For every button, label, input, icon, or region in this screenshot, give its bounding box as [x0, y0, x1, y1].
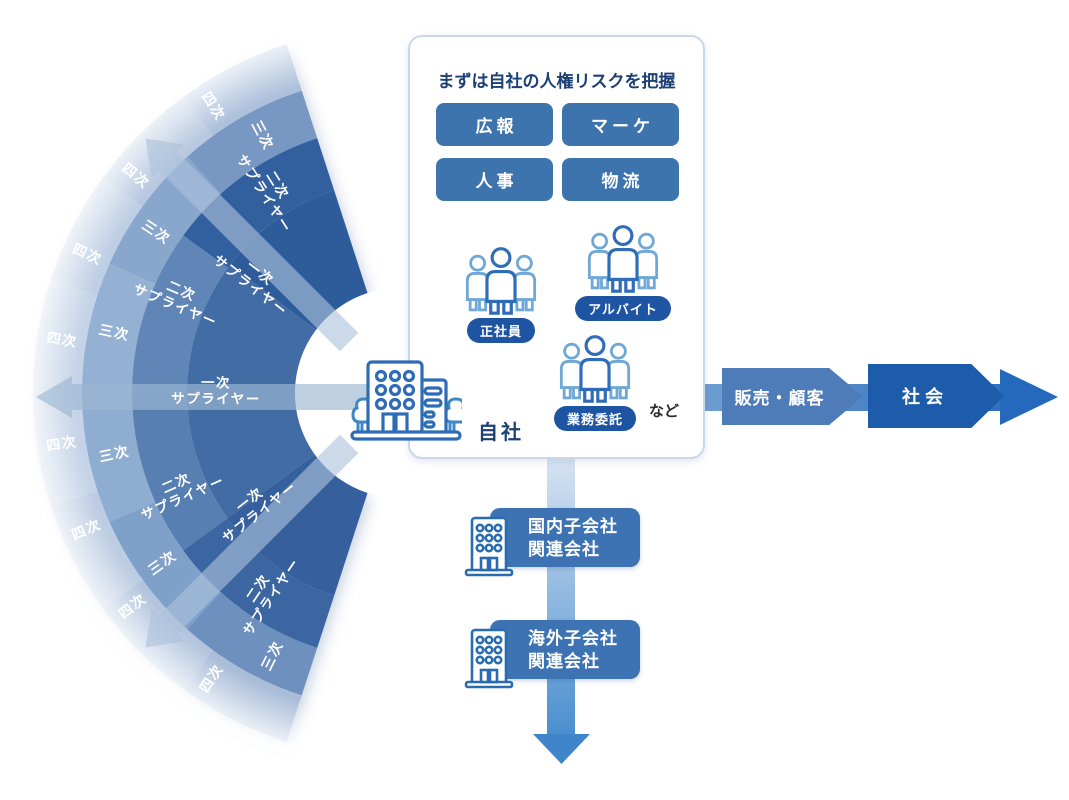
employee-label-pill: 業務委託 [553, 406, 636, 431]
company-label: 自社 [478, 422, 524, 444]
people-group-icon [465, 247, 537, 315]
building-with-trees-icon [350, 360, 462, 441]
office-building-icon [464, 628, 514, 689]
fan-label-tier3: 三次 [98, 443, 132, 465]
subsidiary-domestic-label: 国内子会社 関連会社 [528, 516, 618, 559]
employee-group-contract: 業務委託 [549, 333, 641, 431]
fan-label-tier4: 四次 [46, 329, 79, 350]
department-button-marketing: マーケ [562, 103, 679, 146]
fan-label-tier3: 三次 [98, 321, 132, 343]
employee-group-fulltime: 正社員 [455, 245, 547, 343]
card-title: まずは自社の人権リスクを把握 [437, 72, 676, 91]
office-building-icon [464, 516, 514, 577]
people-group-icon [559, 335, 631, 403]
radial-arrow-icon [145, 138, 359, 352]
sales-customers-label: 販売・顧客 [734, 389, 825, 408]
society-label: 社会 [902, 387, 948, 407]
radial-arrow-icon [145, 434, 359, 648]
department-button-hr: 人事 [436, 158, 553, 201]
fan-label-tier1-supplier: 一次サプライヤー [171, 374, 261, 407]
subsidiary-overseas-label: 海外子会社 関連会社 [528, 628, 618, 671]
risk-card: まずは自社の人権リスクを把握 広報 マーケ 人事 物流 [408, 35, 705, 459]
subsidiary-box-domestic: 国内子会社 関連会社 [490, 508, 640, 567]
society-chevron: 社会 [868, 364, 1004, 428]
flow-down-band [547, 456, 575, 735]
people-group-icon [587, 225, 659, 293]
subsidiary-box-overseas: 海外子会社 関連会社 [490, 620, 640, 679]
employee-label-pill: アルバイト [575, 296, 671, 321]
department-grid: 広報 マーケ 人事 物流 [436, 103, 679, 201]
department-button-logistics: 物流 [562, 158, 679, 201]
etc-label: など [649, 403, 680, 420]
department-button-pr: 広報 [436, 103, 553, 146]
fan-label-tier4: 四次 [45, 433, 78, 453]
sales-customers-chevron: 販売・顧客 [722, 368, 863, 425]
employee-group-parttime: アルバイト [575, 223, 671, 321]
employee-label-pill: 正社員 [466, 318, 535, 343]
